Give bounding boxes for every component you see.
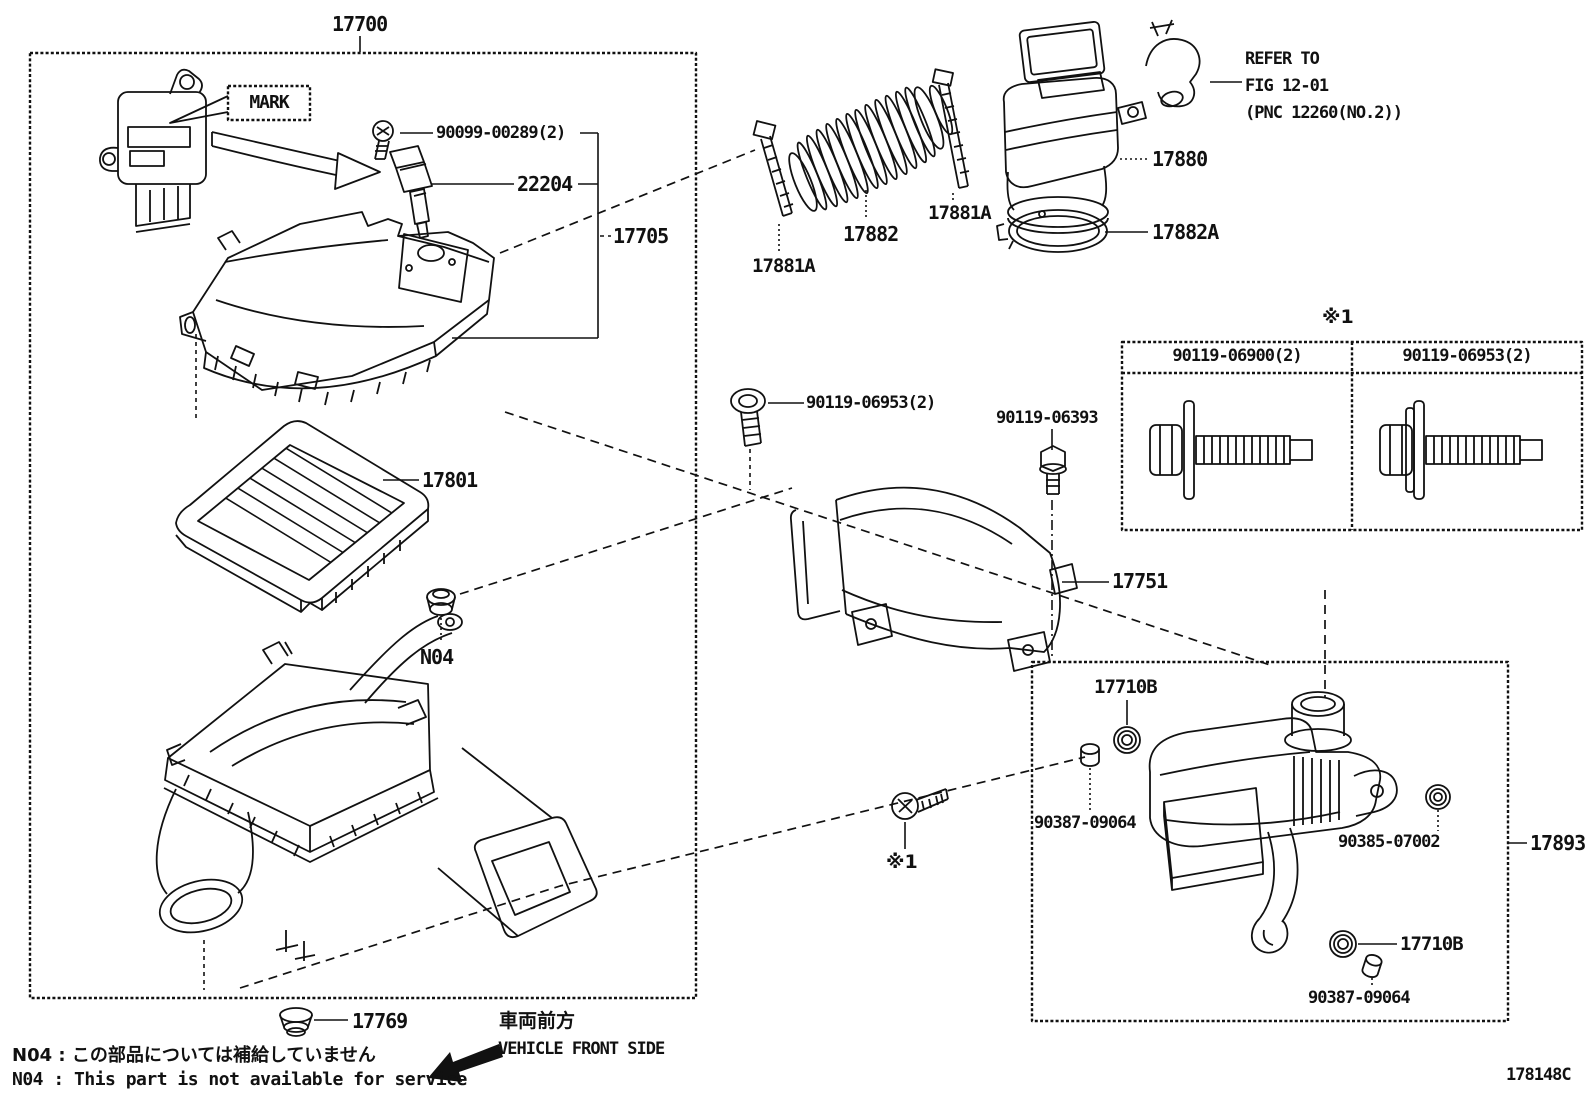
label-17751: 17751 xyxy=(1112,569,1168,593)
grommet-17769-drawing xyxy=(279,1007,313,1037)
maf-sensor-22204-drawing xyxy=(389,145,433,239)
bolt-90119-06953-table-drawing xyxy=(1379,400,1543,500)
hose-clamp-2-drawing xyxy=(931,68,970,189)
label-17769: 17769 xyxy=(352,1009,408,1033)
label-17705: 17705 xyxy=(613,224,669,248)
label-17710b-bottom: 17710B xyxy=(1400,933,1464,955)
vehicle-front-arrow xyxy=(428,1044,503,1082)
screw-90099-drawing xyxy=(372,120,394,160)
main-assembly-box xyxy=(28,51,698,1000)
collar-90387-bottom-drawing xyxy=(1361,954,1383,978)
leader-lines xyxy=(314,36,1527,1021)
mark-callout-pointer xyxy=(169,95,229,124)
grommet-17710b-top-drawing xyxy=(1113,726,1141,754)
grommet-17710b-bottom-drawing xyxy=(1329,930,1357,958)
bolt-90119-06900-drawing xyxy=(1149,400,1313,500)
label-90119-06393: 90119-06393 xyxy=(996,408,1099,428)
air-cleaner-cap-drawing xyxy=(179,211,495,406)
refer-note-line2: FIG 12-01 xyxy=(1245,76,1329,96)
maf-sensor-drawing xyxy=(99,68,207,233)
mark-arrow xyxy=(211,131,381,190)
label-90385-07002: 90385-07002 xyxy=(1338,832,1441,852)
mark-callout-box xyxy=(226,84,312,122)
table-header-1: 90119-06900(2) xyxy=(1172,346,1302,366)
label-17882a: 17882A xyxy=(1152,220,1219,244)
note-en: N04 : This part is not available for ser… xyxy=(12,1069,467,1090)
resonator-tank-drawing xyxy=(1148,691,1398,954)
refer-note-line3: (PNC 12260(NO.2)) xyxy=(1245,103,1403,123)
vehicle-front-en: VEHICLE FRONT SIDE xyxy=(498,1039,665,1059)
grommet-90385-drawing xyxy=(1425,784,1451,810)
label-17881a-2: 17881A xyxy=(928,202,992,224)
label-90387-bottom: 90387-09064 xyxy=(1308,988,1411,1008)
figure-code: 178148C xyxy=(1506,1065,1572,1085)
bolt-90119-06953-drawing xyxy=(730,388,766,447)
label-17893: 17893 xyxy=(1530,831,1586,855)
label-17801: 17801 xyxy=(422,468,478,492)
collar-90387-top-drawing xyxy=(1080,743,1100,767)
note-jp: N04 : この部品については補給していません xyxy=(12,1045,376,1066)
air-hose-assembly-drawing xyxy=(1002,20,1147,234)
bolt-ref1-drawing xyxy=(891,788,949,820)
label-n04: N04 xyxy=(420,645,454,669)
corrugated-hose-drawing xyxy=(788,84,954,212)
label-90119-06953: 90119-06953(2) xyxy=(806,393,936,413)
refer-note: REFER TO FIG 12-01 (PNC 12260(NO.2)) xyxy=(1245,46,1403,127)
grommet-n04-drawing xyxy=(426,588,456,616)
label-17710b-top: 17710B xyxy=(1094,676,1158,698)
label-mark: MARK xyxy=(249,92,289,113)
label-22204: 22204 xyxy=(517,172,573,196)
air-cleaner-case-drawing xyxy=(155,613,598,961)
label-90387-top: 90387-09064 xyxy=(1034,813,1137,833)
air-filter-drawing xyxy=(175,420,430,613)
dotted-leaders xyxy=(440,158,1439,987)
hose-clamp-ring-drawing xyxy=(996,209,1108,253)
frame-lines xyxy=(28,51,1584,1023)
air-duct-drawing xyxy=(789,486,1078,672)
table-header-2: 90119-06953(2) xyxy=(1402,346,1532,366)
resonator-box xyxy=(1030,660,1510,1023)
label-17881a-1: 17881A xyxy=(752,255,816,277)
bolt-90119-06393-drawing xyxy=(1039,445,1067,495)
refer-note-line1: REFER TO xyxy=(1245,49,1320,69)
construction-lines xyxy=(195,149,1326,990)
vehicle-front-jp: 車両前方 xyxy=(499,1010,576,1032)
label-17700: 17700 xyxy=(332,12,388,36)
table-ref-mark: ※1 xyxy=(1322,306,1354,328)
hose-clamp-1-drawing xyxy=(752,120,794,217)
label-17882: 17882 xyxy=(843,222,899,246)
bypass-hose-drawing xyxy=(1145,19,1201,108)
label-17880: 17880 xyxy=(1152,147,1208,171)
label-ref1-bolt: ※1 xyxy=(886,851,918,873)
label-90099-00289: 90099-00289(2) xyxy=(436,123,566,143)
